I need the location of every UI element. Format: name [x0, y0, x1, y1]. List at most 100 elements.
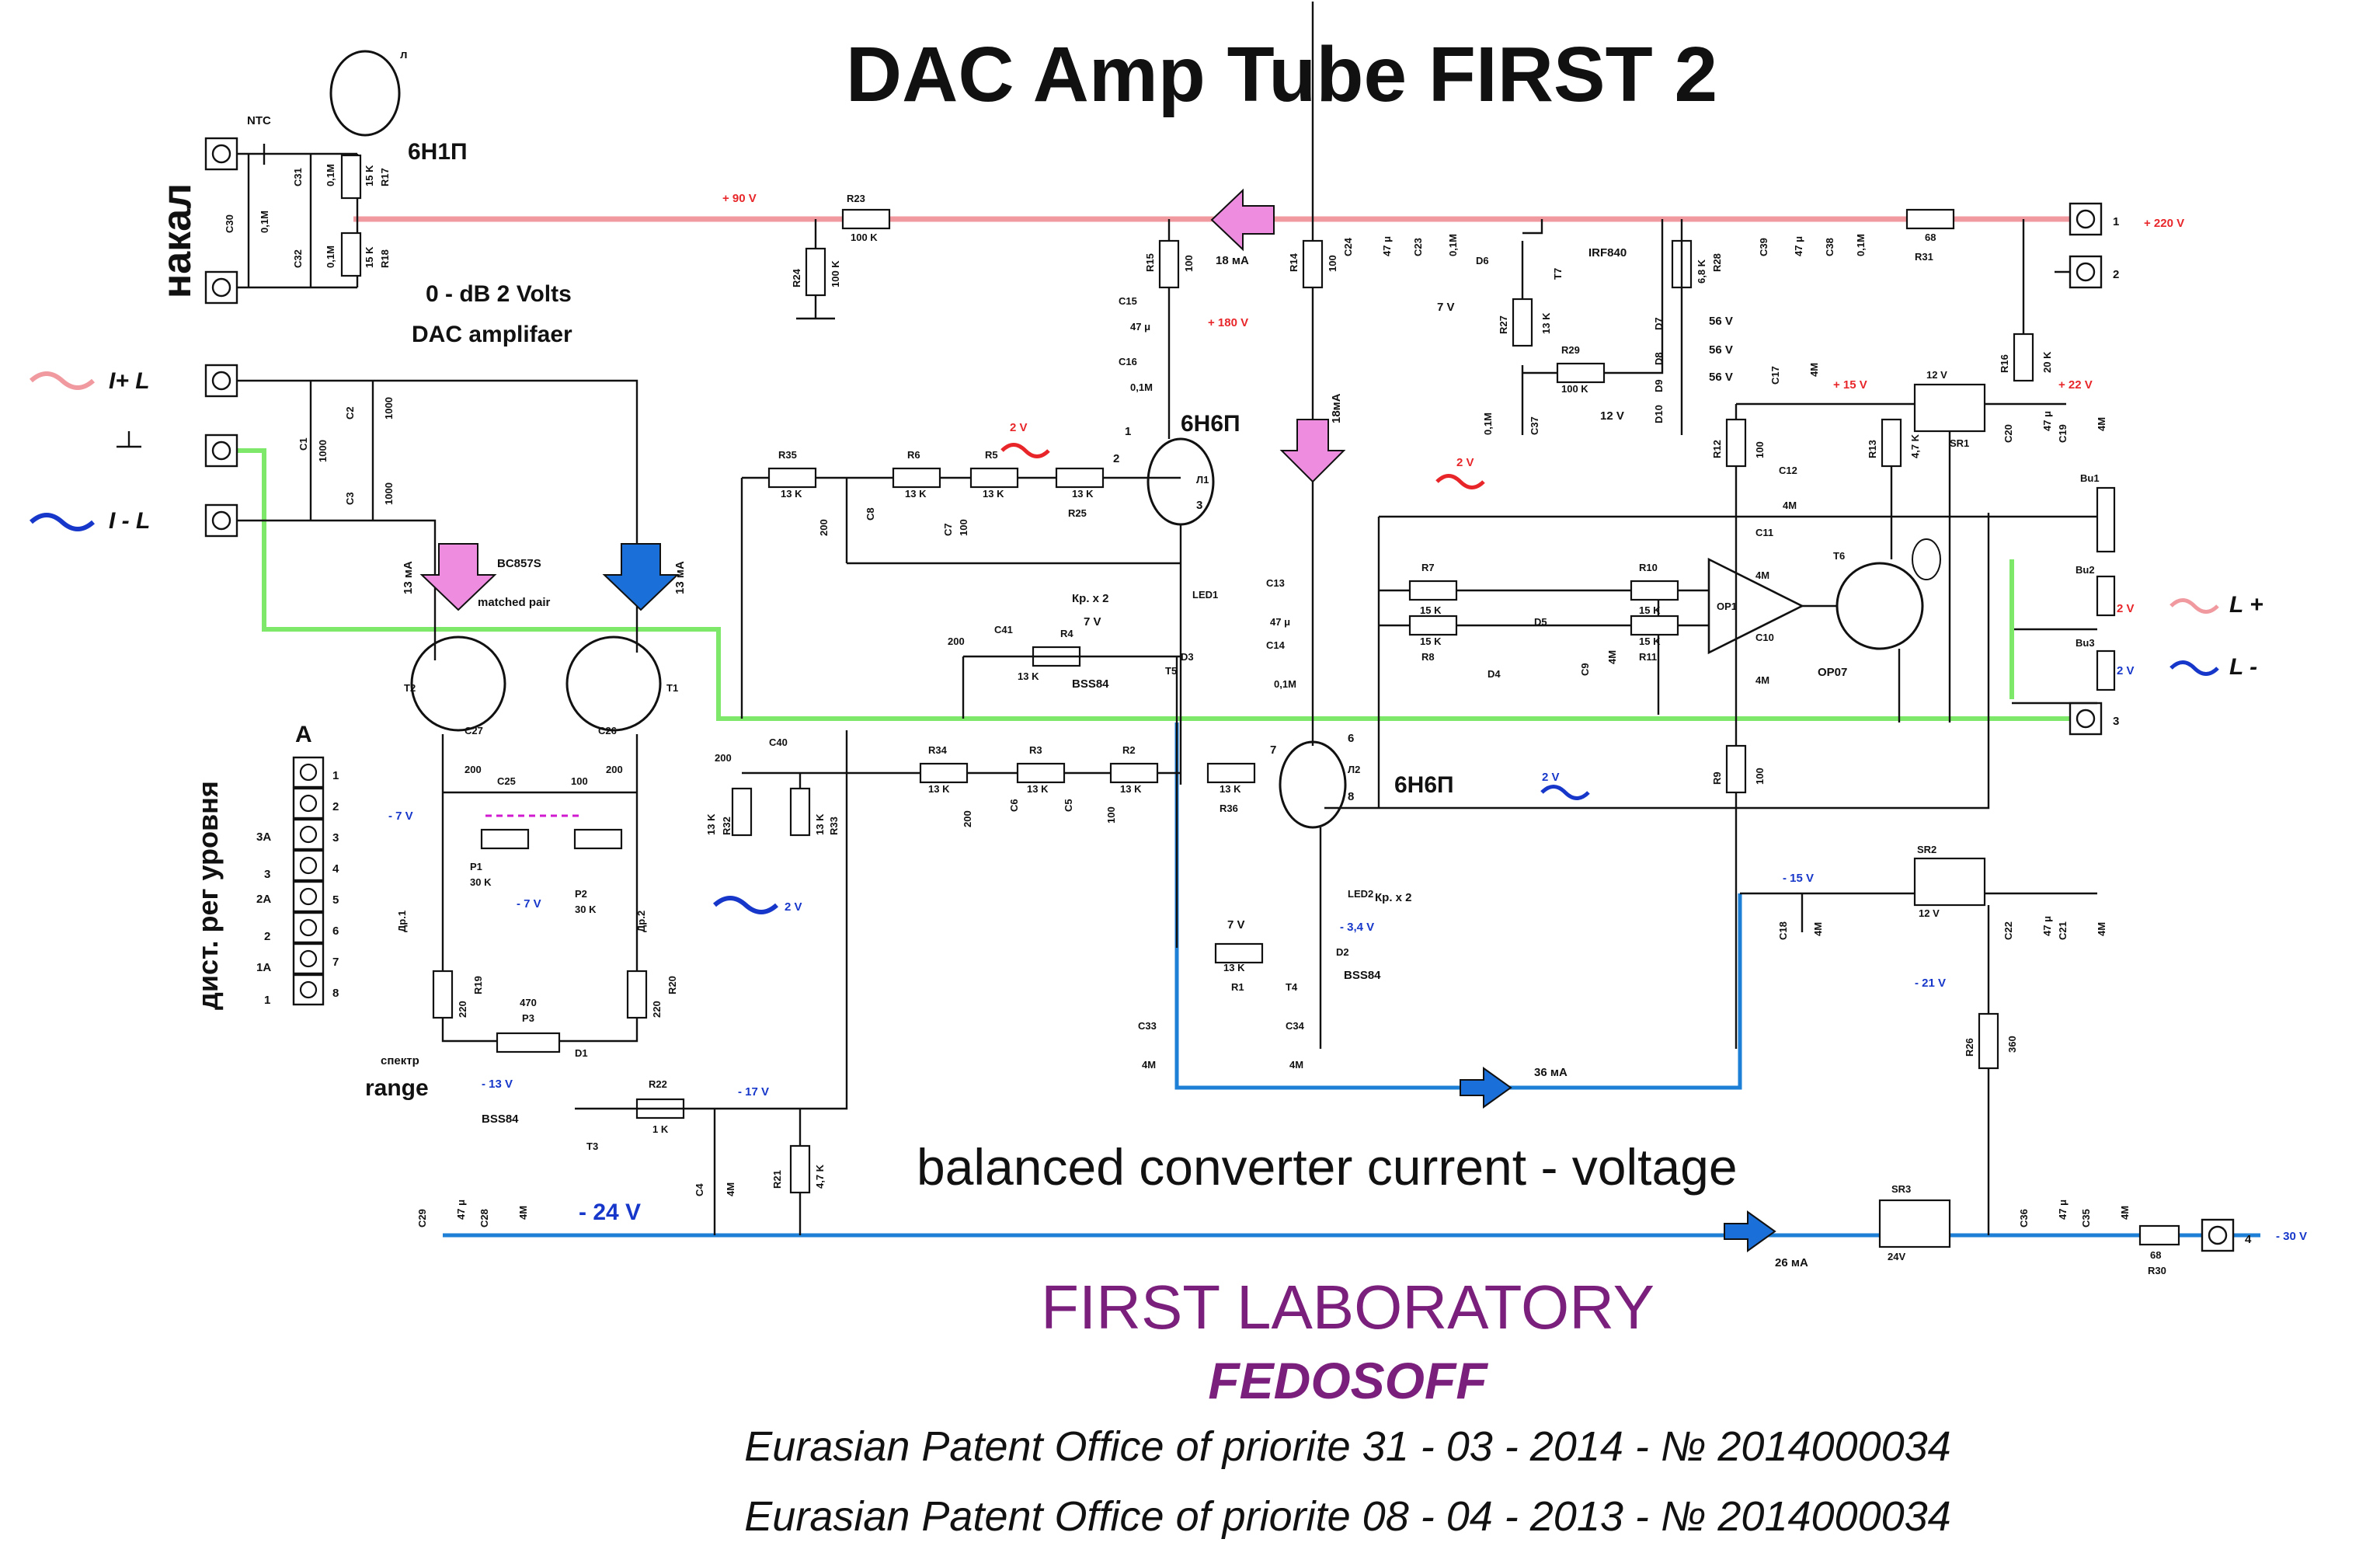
input-minus-terminal[interactable] [204, 503, 238, 538]
c9-label: C9 [1579, 663, 1591, 676]
r32-label: R32 [721, 817, 732, 835]
input-ground-terminal[interactable] [204, 434, 238, 468]
current-t1-label: 13 мА [673, 561, 687, 594]
r5 [969, 467, 1019, 489]
r7 [1408, 580, 1458, 601]
patent-line-1: Eurasian Patent Office of priorite 31 - … [744, 1423, 1950, 1470]
ground-rail [225, 448, 2074, 721]
r1-value: 13 K [1223, 962, 1245, 973]
p2[interactable] [573, 828, 623, 850]
r12-value: 100 [1754, 441, 1766, 458]
opamp-label: OP07 [1818, 666, 1847, 679]
r10-label: R10 [1639, 562, 1658, 573]
wave-icon [2169, 598, 2219, 614]
voltage-opamp-wave: 2 V [1456, 456, 1474, 469]
c8-value: 200 [818, 519, 830, 536]
voltage-led2: 7 V [1227, 918, 1245, 931]
bss84-t5-label: BSS84 [1072, 677, 1109, 691]
c17-value: 4M [1808, 363, 1820, 377]
screw-icon [299, 856, 318, 875]
current-blue-wire [1324, 893, 1742, 1090]
p1[interactable] [480, 828, 530, 850]
tube-top-label: 6Н6П [1181, 411, 1240, 437]
jack-wires [1989, 515, 2097, 705]
kr-top-label: Кр. x 2 [1072, 592, 1109, 605]
r15 [1158, 239, 1180, 289]
terminal-3[interactable] [2069, 702, 2103, 736]
r20-label: R20 [666, 976, 678, 994]
voltage-t2-emitter: - 7 V [388, 810, 413, 823]
connector-label-2: 2 [264, 930, 270, 943]
top-driver-wires [740, 476, 1181, 719]
c13-label: C13 [1266, 577, 1285, 589]
r1 [1214, 942, 1264, 964]
t4-label: T4 [1286, 981, 1298, 993]
c25-label: C25 [497, 775, 516, 787]
lab-name: FIRST LABORATORY [1041, 1273, 1655, 1342]
led2-label: LED2 [1348, 888, 1373, 900]
c12-label: C12 [1779, 465, 1797, 476]
terminal-1-num: 1 [2113, 215, 2119, 228]
connector-a-pin-3[interactable] [292, 818, 325, 851]
connector-a-pin-7[interactable] [292, 942, 325, 975]
connector-a-pin-6[interactable] [292, 911, 325, 944]
connector-a-pin-number: 1 [332, 769, 339, 782]
connector-a-pin-8[interactable] [292, 973, 325, 1006]
op1-label: OP1 [1717, 601, 1737, 612]
mosfet-wires [1521, 219, 1664, 435]
r24-value: 100 K [830, 260, 841, 287]
c40-label: C40 [769, 736, 788, 748]
c37-label: C37 [1529, 416, 1540, 435]
dr1-label: Др.1 [396, 911, 408, 932]
jack-bu3[interactable] [2096, 649, 2116, 691]
sr1-label: SR1 [1950, 437, 1969, 449]
input-wires [237, 379, 638, 660]
jack-bu2[interactable] [2096, 575, 2116, 617]
c33-value: 4M [1142, 1059, 1156, 1071]
r14-label: R14 [1288, 252, 1300, 272]
input-plus-terminal[interactable] [204, 364, 238, 398]
connector-a-pin-2[interactable] [292, 787, 325, 820]
r16-label: R16 [1999, 354, 2010, 373]
arrow-left-icon [1210, 188, 1275, 252]
r16-value: 20 K [2041, 351, 2053, 373]
connector-label-2a: 2A [256, 893, 271, 906]
c17-label: C17 [1769, 366, 1781, 385]
voltage-minus21: - 21 V [1915, 977, 1946, 990]
terminal-1[interactable] [2069, 202, 2103, 236]
voltage-d2: - 3,4 V [1340, 921, 1374, 934]
output-plus-voltage: 2 V [2117, 602, 2135, 615]
r33-value: 13 K [814, 813, 826, 835]
subtitle-line1: 0 - dB 2 Volts [426, 281, 572, 307]
c16-label: C16 [1119, 356, 1137, 367]
p2-label: P2 [575, 888, 587, 900]
connector-a-pin-4[interactable] [292, 849, 325, 882]
voltage-p1: - 7 V [517, 897, 541, 911]
jack-bu1[interactable] [2096, 486, 2116, 553]
voltage-led1: 7 V [1084, 615, 1101, 629]
heater-terminal-2[interactable] [204, 270, 238, 305]
connector-a-pin-5[interactable] [292, 880, 325, 913]
c9-value: 4M [1606, 650, 1618, 664]
c29-label: C29 [416, 1209, 428, 1227]
tube-top-l1: Л1 [1196, 474, 1209, 486]
c18-label: C18 [1777, 921, 1789, 940]
screw-icon [299, 980, 318, 999]
r30-value: 68 [2150, 1249, 2161, 1261]
p3[interactable] [496, 1032, 561, 1053]
r12-label: R12 [1711, 440, 1723, 458]
r4-label: R4 [1060, 628, 1073, 639]
c8-label: C8 [865, 507, 876, 521]
d10-label: D10 [1653, 405, 1665, 423]
c3-value: 1000 [383, 482, 395, 505]
r13-value: 4,7 K [1909, 434, 1921, 458]
terminal-2[interactable] [2069, 255, 2103, 289]
screw-icon [299, 918, 318, 937]
heater-terminal-1[interactable] [204, 137, 238, 171]
c16-value: 0,1M [1130, 381, 1153, 393]
voltage-plus15: + 15 V [1833, 378, 1867, 392]
connector-a-pin-1[interactable] [292, 756, 325, 789]
c15-value: 47 μ [1130, 321, 1150, 333]
terminal-4[interactable] [2201, 1218, 2235, 1252]
c37-value: 0,1M [1482, 413, 1494, 435]
